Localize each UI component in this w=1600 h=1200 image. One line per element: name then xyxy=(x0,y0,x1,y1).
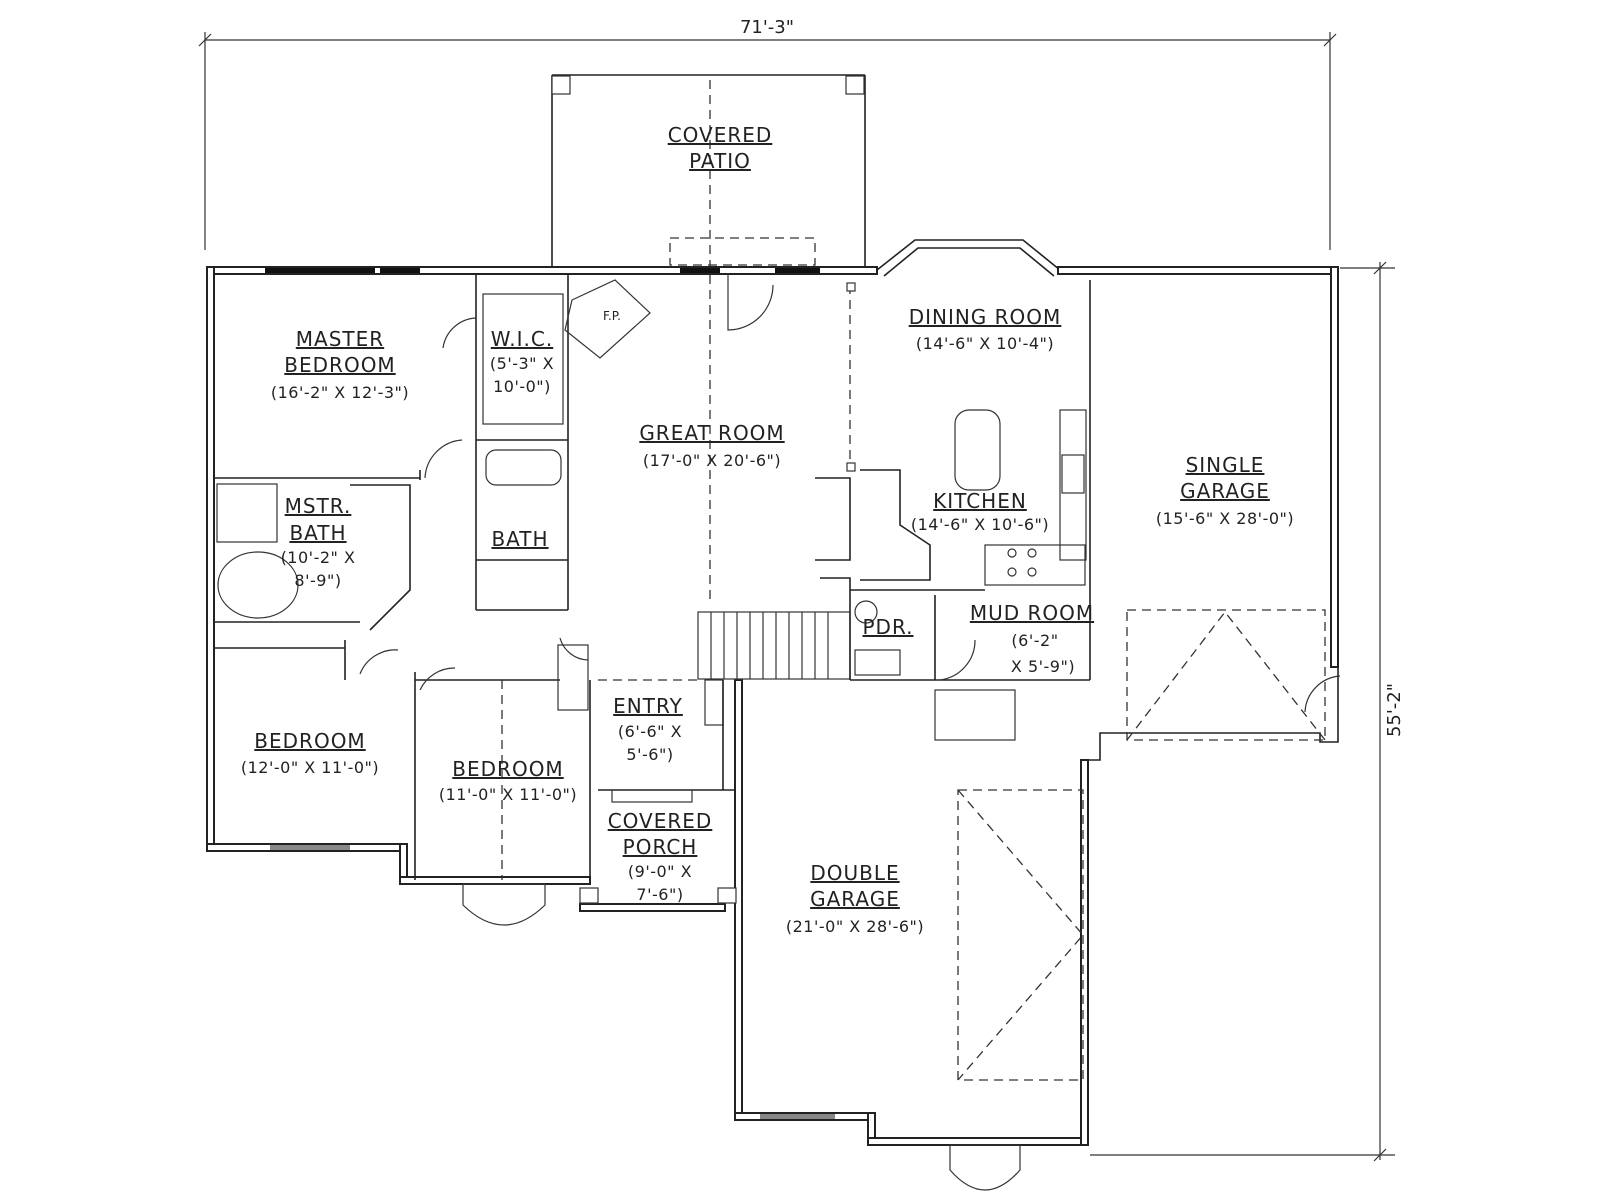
bedroom-1-label: BEDROOM xyxy=(254,729,365,753)
entry-size-1: (6'-6" X xyxy=(618,722,682,741)
covered-patio-label-1: COVERED xyxy=(668,123,773,147)
master-bedroom-label-1: MASTER xyxy=(296,327,384,351)
kitchen-size: (14'-6" X 10'-6") xyxy=(911,515,1049,534)
windows xyxy=(265,268,835,1119)
master-bath-label-2: BATH xyxy=(289,521,346,545)
covered-porch-label-2: PORCH xyxy=(623,835,698,859)
master-bedroom-size: (16'-2" X 12'-3") xyxy=(271,383,409,402)
wic-label: W.I.C. xyxy=(491,327,553,351)
patio-post xyxy=(551,75,571,95)
double-garage-label-2: GARAGE xyxy=(810,887,900,911)
depth-dimension: 55'-2" xyxy=(1090,261,1405,1162)
entry-label: ENTRY xyxy=(613,694,683,718)
master-bath-size-1: (10'-2" X xyxy=(281,548,356,567)
double-garage-size: (21'-0" X 28'-6") xyxy=(786,917,924,936)
fireplace-label: F.P. xyxy=(603,309,621,323)
overall-depth-label: 55'-2" xyxy=(1384,683,1405,737)
bedroom-2-size: (11'-0" X 11'-0") xyxy=(439,785,577,804)
double-garage-label-1: DOUBLE xyxy=(810,861,899,885)
single-garage-size: (15'-6" X 28'-0") xyxy=(1156,509,1294,528)
wic-size-1: (5'-3" X xyxy=(490,354,554,373)
covered-patio-label-2: PATIO xyxy=(689,149,751,173)
mud-room-size-1: (6'-2" xyxy=(1011,631,1058,650)
single-garage-label-1: SINGLE xyxy=(1186,453,1265,477)
stair-treads xyxy=(710,612,829,679)
bedroom-1-size: (12'-0" X 11'-0") xyxy=(241,758,379,777)
patio-post xyxy=(845,75,865,95)
width-dimension: 71'-3" xyxy=(198,17,1337,250)
bedroom-2-label: BEDROOM xyxy=(452,757,563,781)
master-bath-label-1: MSTR. xyxy=(285,494,352,518)
overall-width-label: 71'-3" xyxy=(740,17,794,38)
entry-size-2: 5'-6") xyxy=(626,745,673,764)
great-room-size: (17'-0" X 20'-6") xyxy=(643,451,781,470)
covered-patio xyxy=(551,74,866,600)
covered-porch-label-1: COVERED xyxy=(608,809,713,833)
interior-walls xyxy=(214,274,1341,1191)
master-bedroom-label-2: BEDROOM xyxy=(284,353,395,377)
mud-room-label: MUD ROOM xyxy=(970,601,1094,625)
dining-room-size: (14'-6" X 10'-4") xyxy=(916,334,1054,353)
wic-size-2: 10'-0") xyxy=(493,377,551,396)
powder-label: PDR. xyxy=(862,615,913,639)
exterior-walls xyxy=(206,239,1339,1146)
kitchen-label: KITCHEN xyxy=(933,489,1027,513)
room-labels: COVERED PATIO MASTER BEDROOM (16'-2" X 1… xyxy=(241,123,1294,936)
single-garage-label-2: GARAGE xyxy=(1180,479,1270,503)
covered-porch-size-1: (9'-0" X xyxy=(628,862,692,881)
bath-label: BATH xyxy=(491,527,548,551)
covered-porch-size-2: 7'-6") xyxy=(636,885,683,904)
mud-room-size-2: X 5'-9") xyxy=(1011,657,1075,676)
great-room-label: GREAT ROOM xyxy=(639,421,784,445)
master-bath-size-2: 8'-9") xyxy=(294,571,341,590)
dining-room-label: DINING ROOM xyxy=(909,305,1062,329)
